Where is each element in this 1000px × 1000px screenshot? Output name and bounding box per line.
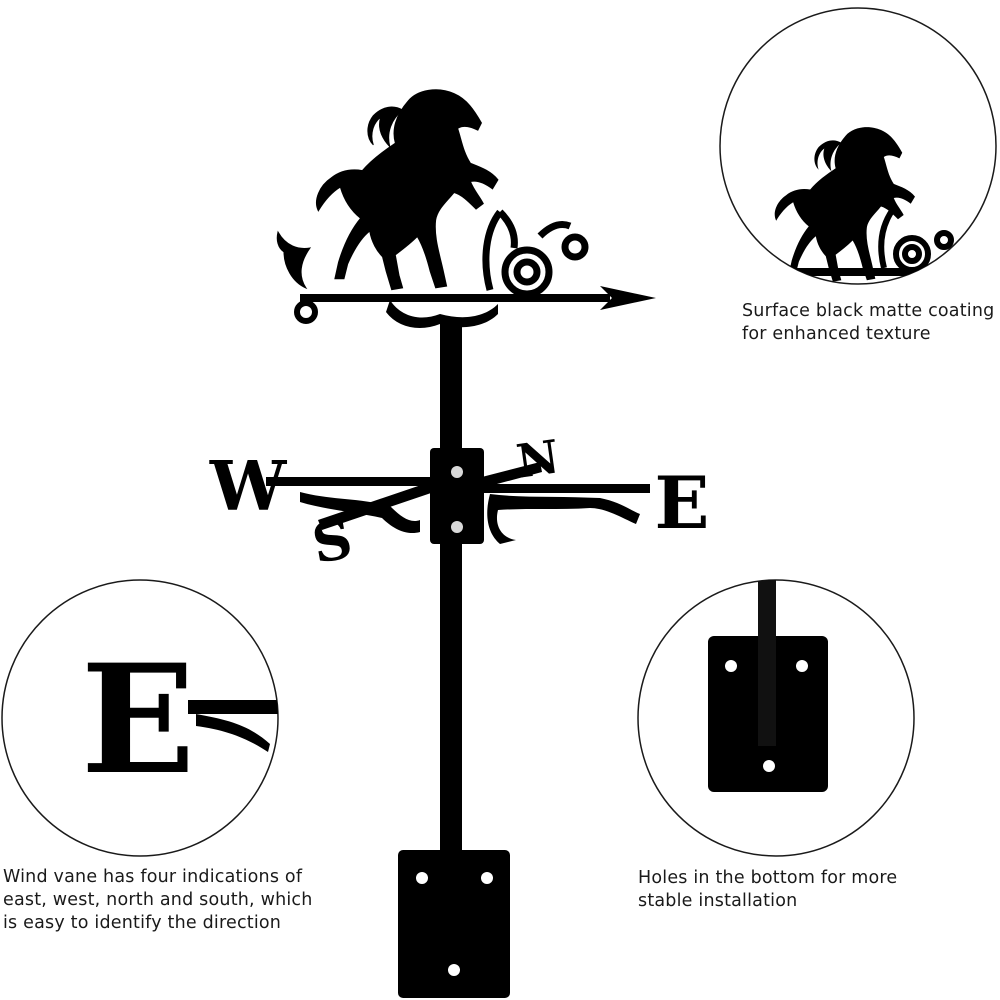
letter-west: W xyxy=(209,447,288,527)
arrow-tail-curl xyxy=(294,300,318,324)
tail-scroll xyxy=(276,230,312,290)
detail-circle-coating xyxy=(719,7,997,285)
mount-hole xyxy=(481,872,493,884)
detail-circle-direction: E xyxy=(1,579,279,857)
horse-silhouette xyxy=(315,89,499,291)
arrow-head xyxy=(600,286,656,310)
compass-hub xyxy=(430,448,484,544)
letter-east-detail: E xyxy=(81,632,195,808)
main-pole xyxy=(440,318,462,858)
detail-circle-holes xyxy=(637,579,915,857)
mount-hole xyxy=(448,964,460,976)
mounting-plate xyxy=(398,850,510,998)
arrow-shaft xyxy=(300,294,610,302)
caption-coating: Surface black matte coating for enhanced… xyxy=(742,301,995,344)
scroll-ornament xyxy=(482,209,589,298)
caption-holes: Holes in the bottom for more stable inst… xyxy=(638,868,898,911)
mount-hole xyxy=(416,872,428,884)
weathervane-main: W E N S xyxy=(209,89,710,998)
letter-north: N xyxy=(513,429,562,488)
hub-screw-bottom xyxy=(451,521,463,533)
compass-arms xyxy=(266,462,650,544)
caption-direction: Wind vane has four indications of east, … xyxy=(3,867,313,933)
hub-screw-top xyxy=(451,466,463,478)
leaf-base xyxy=(386,300,498,328)
letter-east: E xyxy=(655,460,710,545)
